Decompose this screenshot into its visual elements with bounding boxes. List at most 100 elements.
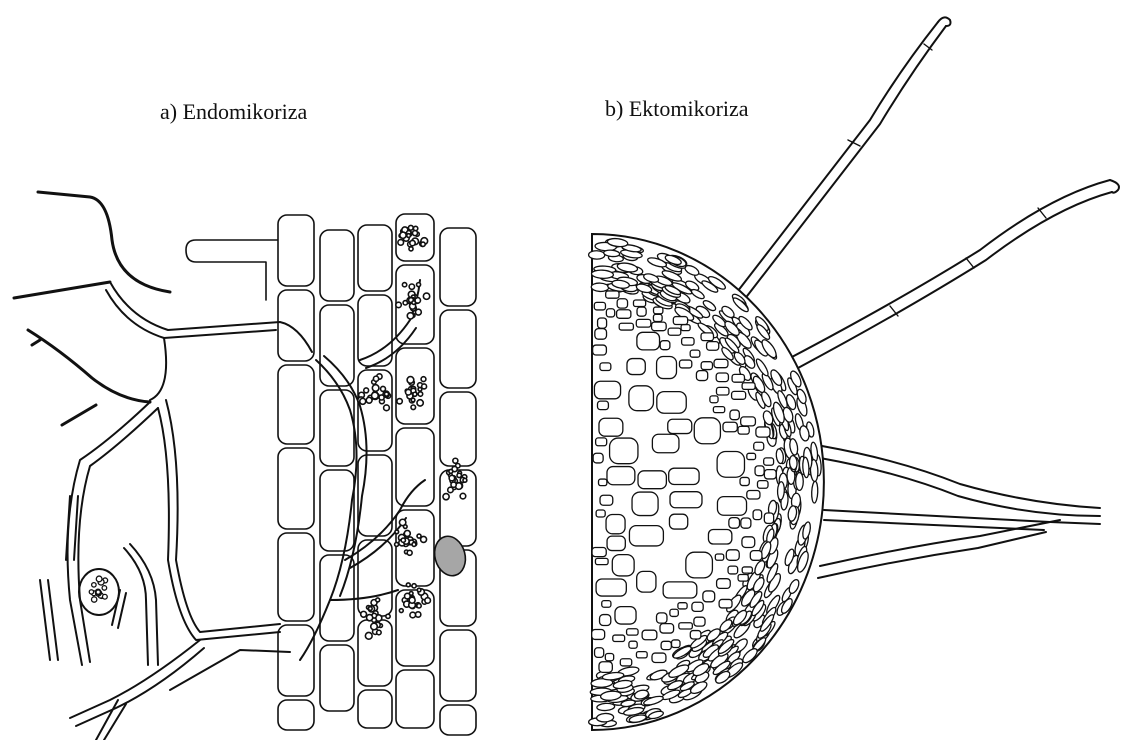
mantle-cell: [796, 473, 804, 491]
arbuscule-branch: [366, 397, 372, 403]
root-cortex-cells: [278, 214, 476, 735]
cortex-cell: [652, 653, 666, 662]
cortex-cell: [278, 448, 314, 529]
cortex-cell: [756, 427, 770, 437]
cortex-cell: [612, 555, 634, 576]
cortex-cell: [642, 630, 657, 640]
arbuscule-branch: [408, 225, 413, 230]
cortex-cell: [627, 629, 639, 635]
arbuscule-branch: [379, 395, 384, 400]
cortex-cell: [764, 458, 774, 465]
cortex-cell: [278, 365, 314, 444]
arbuscule-branch: [377, 630, 382, 635]
arbuscule-branch: [417, 283, 421, 287]
vesicle-granule: [102, 594, 107, 599]
cortex-cell: [696, 371, 707, 381]
mantle-cell: [777, 482, 785, 500]
cortex-cell: [694, 617, 705, 626]
arbuscule-branch: [398, 240, 404, 246]
root-tip-with-fungal-mantle: [589, 234, 824, 730]
cortex-cell: [714, 359, 728, 367]
arbuscule-branch: [412, 301, 416, 305]
cortex-cell: [738, 426, 749, 434]
cortex-cell: [440, 310, 476, 388]
cortex-cell: [396, 348, 434, 424]
cortex-cell: [652, 322, 667, 331]
arbuscule-branch: [409, 247, 413, 251]
cortex-cell: [663, 582, 697, 598]
arbuscule-branch: [403, 525, 407, 529]
cortex-cell: [755, 466, 764, 476]
cortex-cell: [717, 451, 744, 477]
arbuscule-branch: [451, 482, 456, 487]
cortex-cell: [754, 442, 764, 450]
cortex-cell: [599, 662, 612, 673]
cortex-cell: [668, 328, 681, 335]
cortex-cell: [716, 387, 728, 395]
cortex-cell: [670, 609, 678, 616]
cortex-cell: [707, 342, 719, 351]
cortex-cell: [597, 401, 608, 410]
arbuscule-branch: [376, 598, 380, 602]
cortex-cell: [440, 705, 476, 735]
cortex-cell: [358, 225, 392, 291]
arbuscule-branch: [386, 614, 390, 618]
cortex-cell: [599, 418, 623, 436]
cortex-cell: [278, 290, 314, 361]
cortex-cell: [701, 333, 713, 341]
cortex-cell: [637, 307, 646, 316]
cortex-cell: [681, 325, 690, 331]
arbuscule-branch: [410, 612, 416, 618]
arbuscule-branch: [395, 530, 399, 534]
cortex-cell: [358, 690, 392, 728]
cortex-cell: [753, 510, 762, 520]
cortex-cell: [632, 492, 658, 515]
arbuscule-branch: [373, 376, 378, 381]
cortex-cell: [686, 552, 713, 578]
cortex-cell: [710, 396, 718, 403]
cortex-cell: [717, 497, 746, 516]
arbuscule-branch: [415, 309, 421, 315]
cortex-cell: [757, 481, 768, 489]
cortex-cell: [629, 526, 663, 546]
cortex-cell: [637, 571, 656, 592]
arbuscule-branch: [409, 284, 414, 289]
cortex-cell: [654, 307, 663, 314]
cortex-cell: [636, 652, 647, 658]
cortex-cell: [620, 659, 631, 666]
cortex-cell: [715, 554, 723, 560]
arbuscule-branch: [421, 377, 426, 382]
cortex-cell: [669, 468, 699, 484]
arbuscule-branch: [360, 398, 366, 404]
cortex-cell: [606, 514, 625, 533]
cortex-cell: [396, 428, 434, 506]
cortex-cell: [657, 357, 677, 379]
arbuscule-branch: [421, 242, 425, 246]
arbuscule-branch: [368, 607, 372, 611]
cortex-cell: [629, 386, 654, 411]
cortex-cell: [278, 215, 314, 286]
arbuscule-branch: [367, 615, 373, 621]
arbuscule-branch: [457, 473, 461, 477]
arbuscule-branch: [407, 550, 412, 555]
cortex-cell: [668, 419, 692, 433]
cortex-cell: [358, 295, 392, 366]
arbuscule-branch: [418, 392, 422, 396]
arbuscule-branch: [460, 493, 466, 499]
arbuscule-branch: [361, 611, 367, 617]
cortex-cell: [596, 579, 626, 596]
cortex-cell: [703, 591, 715, 602]
arbuscule-branch: [449, 475, 454, 480]
cortex-cell: [669, 514, 687, 529]
cortex-cell: [617, 310, 631, 319]
cortex-cell: [320, 230, 354, 301]
cortex-cell: [694, 418, 720, 444]
cortex-cell: [593, 453, 603, 463]
arbuscule-branch: [412, 542, 416, 546]
cortex-cell: [320, 305, 354, 386]
cortex-cell: [747, 453, 756, 459]
mantle-cell: [596, 713, 614, 722]
cortex-cell: [633, 300, 645, 307]
cortex-cell: [741, 518, 751, 528]
cortex-cell: [661, 641, 671, 649]
